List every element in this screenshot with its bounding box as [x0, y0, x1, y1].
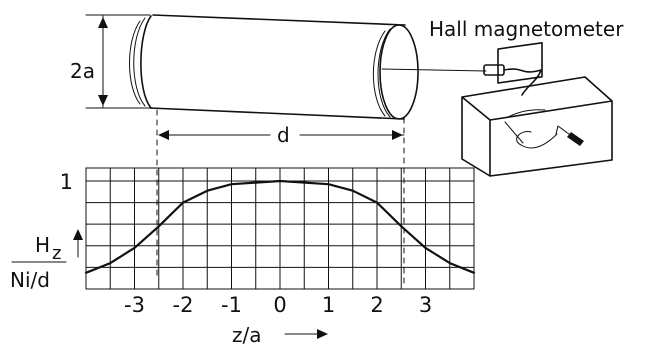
meter-plug — [567, 132, 584, 146]
solenoid-cylinder — [129, 14, 419, 120]
cylinder-bottom-edge — [149, 107, 405, 120]
x-axis-arrowhead — [317, 329, 328, 339]
cylinder-right-opening — [379, 24, 419, 120]
x-axis-label: z/a — [232, 323, 328, 345]
cylinder-right-ring-1 — [377, 28, 391, 118]
length-dimension: d — [156, 109, 405, 285]
hall-magnetometer: Hall magnetometer — [381, 17, 624, 177]
y-axis-arrowhead — [73, 229, 83, 240]
probe-holder — [483, 64, 505, 76]
meter-needle — [504, 109, 546, 144]
y-tick-label: 1 — [60, 170, 73, 194]
hall-magnetometer-label: Hall magnetometer — [429, 17, 624, 41]
y-axis-subscript: z — [52, 243, 61, 264]
diameter-lines — [85, 14, 151, 109]
cylinder-left-end — [140, 15, 152, 109]
x-tick-label: 1 — [322, 293, 335, 317]
probe-cable — [503, 68, 542, 96]
y-axis-label: H z Ni/d — [10, 229, 83, 292]
x-tick-label: -3 — [124, 293, 145, 317]
x-tick-label: 2 — [370, 293, 383, 317]
solenoid-end-guide-lines — [156, 109, 405, 285]
diameter-arrowheads — [98, 17, 108, 106]
x-tick-label: -1 — [221, 293, 242, 317]
field-curve-series — [84, 179, 476, 274]
x-tick-labels: -3 -2 -1 0 1 2 3 — [124, 293, 432, 317]
x-axis-label-text: z/a — [232, 323, 262, 345]
cylinder-left-ring-1 — [133, 17, 146, 107]
cylinder-top-edge — [152, 14, 406, 26]
y-axis-h-label: H — [35, 233, 50, 257]
x-tick-label: 3 — [419, 293, 432, 317]
field-profile-chart: -3 -2 -1 0 1 2 3 1 — [60, 167, 476, 317]
probe-rod — [381, 68, 487, 72]
meter-face — [497, 42, 543, 84]
y-axis-denominator: Ni/d — [10, 268, 50, 292]
chart-grid — [85, 167, 475, 290]
length-label: d — [277, 123, 290, 147]
diameter-dimension: 2a — [70, 14, 151, 109]
cylinder-left-ring-2 — [129, 20, 141, 105]
x-tick-label: 0 — [273, 293, 286, 317]
cylinder-right-ring-2 — [372, 30, 386, 117]
diameter-label: 2a — [70, 59, 95, 83]
meter-box — [461, 76, 613, 177]
x-tick-label: -2 — [173, 293, 194, 317]
y-tick-labels: 1 — [60, 170, 73, 194]
